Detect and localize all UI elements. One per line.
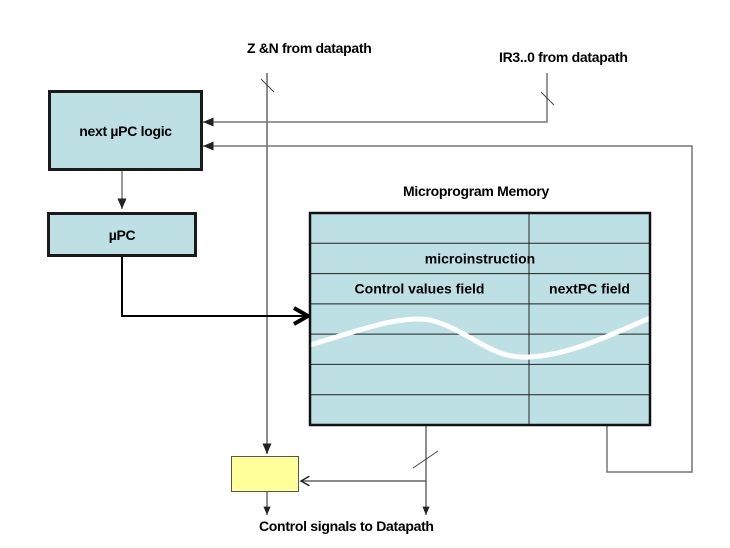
zn-input-label: Z &N from datapath (247, 40, 372, 56)
zn-bus-slash (260, 78, 275, 93)
upc-to-memory-wire (121, 256, 308, 316)
memory-border (308, 211, 652, 427)
ir-bus-slash (540, 91, 555, 106)
ir-wire (203, 73, 548, 127)
control-field-label: Control values field (355, 281, 485, 297)
output-mux-block (231, 456, 299, 492)
nextpc-feedback-wire (203, 141, 693, 473)
ir-input-label: IR3..0 from datapath (499, 49, 628, 65)
memory-row-label: microinstruction (425, 250, 535, 266)
nextpc-field-label: nextPC field (549, 281, 630, 297)
next-upc-logic-block: next µPC logic (48, 90, 203, 171)
control-bus-slash (412, 450, 439, 469)
memory-background (310, 213, 650, 425)
output-label: Control signals to Datapath (259, 518, 434, 534)
memory-title: Microprogram Memory (403, 183, 549, 199)
memory-break-wave (309, 315, 651, 360)
upc-register-block: µPC (47, 212, 197, 257)
